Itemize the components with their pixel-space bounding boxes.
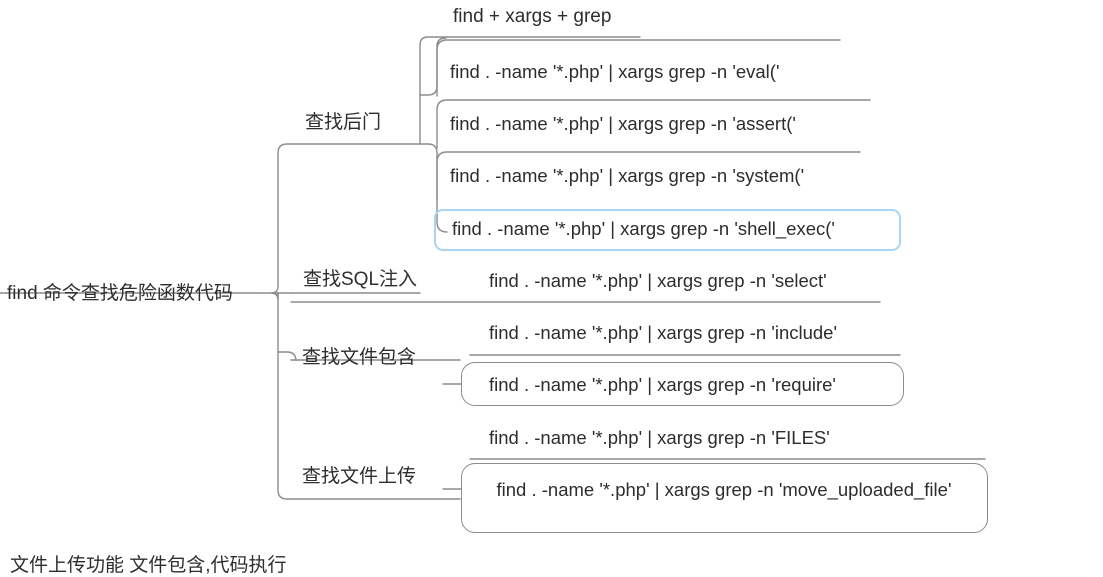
- backdoor-child-eval: [419, 37, 447, 96]
- leaf-node-move-uploaded-file[interactable]: find . -name '*.php' | xargs grep -n 'mo…: [496, 479, 952, 500]
- branch-label-sql-injection[interactable]: 查找SQL注入: [303, 269, 418, 290]
- trunk-lower: [277, 292, 461, 500]
- footer-note: 文件上传功能 文件包含,代码执行: [10, 555, 287, 576]
- branch-include-spine: [277, 351, 297, 362]
- leaf-node-require-box: [461, 362, 904, 406]
- leaf-node-assert[interactable]: find . -name '*.php' | xargs grep -n 'as…: [450, 113, 796, 134]
- leaf-node-require[interactable]: find . -name '*.php' | xargs grep -n 're…: [489, 374, 836, 395]
- leaf-node-files[interactable]: find . -name '*.php' | xargs grep -n 'FI…: [489, 427, 830, 448]
- bracket-assert: [436, 99, 871, 149]
- bracket-shell: [419, 143, 448, 233]
- leaf-node-system[interactable]: find . -name '*.php' | xargs grep -n 'sy…: [450, 165, 805, 186]
- mindmap-canvas: [0, 36, 986, 500]
- backdoor-subspine: [419, 36, 641, 145]
- leaf-node-move-uploaded-file-box: [461, 463, 988, 533]
- trunk-sql: [270, 292, 279, 301]
- top-header-label[interactable]: find + xargs + grep: [453, 6, 612, 27]
- leaf-node-shell-exec[interactable]: find . -name '*.php' | xargs grep -n 'sh…: [452, 218, 835, 239]
- leaf-node-include[interactable]: find . -name '*.php' | xargs grep -n 'in…: [489, 322, 838, 343]
- branch-label-file-upload[interactable]: 查找文件上传: [302, 466, 417, 487]
- root-node-label[interactable]: find 命令查找危险函数代码: [7, 283, 233, 304]
- bracket-eval: [436, 39, 841, 97]
- leaf-node-eval[interactable]: find . -name '*.php' | xargs grep -n 'ev…: [450, 61, 780, 82]
- branch-label-file-inclusion[interactable]: 查找文件包含: [302, 347, 417, 368]
- leaf-node-shell-exec-selection-box: [434, 209, 901, 251]
- branch-label-backdoor[interactable]: 查找后门: [305, 112, 382, 133]
- leaf-node-select[interactable]: find . -name '*.php' | xargs grep -n 'se…: [489, 270, 827, 291]
